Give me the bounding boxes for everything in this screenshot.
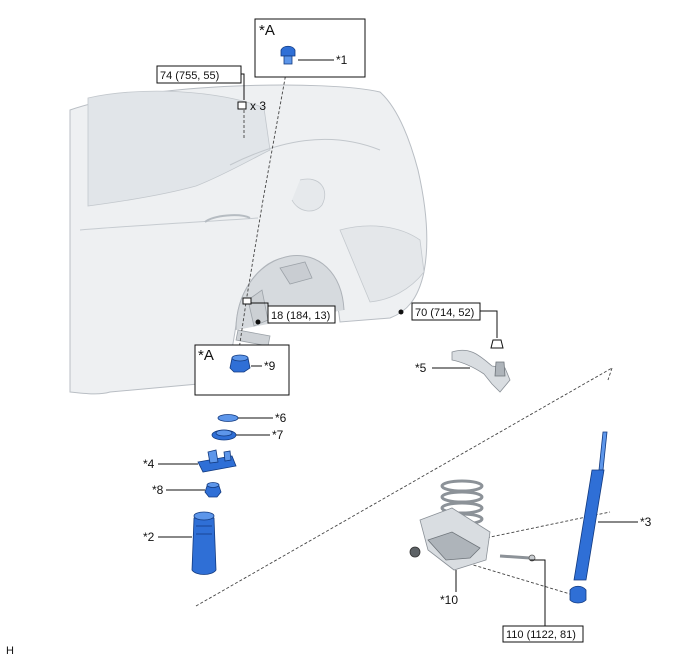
torque-74-callout: 74 (755, 55) x 3 [156,65,266,113]
nut-icon [237,101,247,110]
part-6-insulator-icon [217,414,239,422]
part-4-label: *4 [143,457,155,471]
part-2-label: *2 [143,530,155,544]
upper-support-nut-part-icon [280,45,296,65]
view-a-top-label: *A [259,22,275,39]
torque-74-value: 74 (755, 55) [160,70,219,82]
vehicle-rear-body [69,84,428,395]
part-10-label: *10 [440,593,458,607]
torque-70-dot [398,309,404,315]
view-a-top-box: *A *1 [254,18,366,78]
part-5-lower-arm: *5 [415,349,511,393]
part-10-spring-assembly: *10 [409,479,536,607]
torque-110-callout: 110 (1122, 81) [502,559,584,643]
corner-letter: H [6,645,14,657]
part-5-label: *5 [415,361,427,375]
part-1-label: *1 [336,53,348,67]
torque-70-value: 70 (714, 52) [415,307,474,319]
part-4-upper-support: *4 [143,449,237,473]
part-8-bound-stopper: *8 [152,482,222,498]
part-9-label: *9 [264,359,276,373]
nut-70-icon [490,339,504,349]
torque-18-value: 18 (184, 13) [271,310,330,322]
part-3-shock-absorber: *3 [569,431,652,604]
part-3-label: *3 [640,515,652,529]
torque-18-callout: 18 (184, 13) [242,297,336,325]
part-6-7-group: *6 *7 [211,411,287,442]
part-2-dust-boot: *2 [143,511,217,575]
torque-18-dot [255,319,261,325]
quantity-label: x 3 [250,99,266,113]
bolt-18-icon [242,297,252,305]
torque-70-callout: 70 (714, 52) [398,302,504,349]
part-9-bushing-icon [229,354,251,373]
part-7-label: *7 [272,428,284,442]
part-8-label: *8 [152,483,164,497]
assembly-guide-lines [195,61,613,607]
view-a-bottom-label: *A [198,347,214,364]
part-6-label: *6 [275,411,287,425]
torque-110-value: 110 (1122, 81) [506,629,576,641]
view-a-bottom-box: *A *9 [194,344,290,396]
arm-nut-icon [409,546,421,558]
